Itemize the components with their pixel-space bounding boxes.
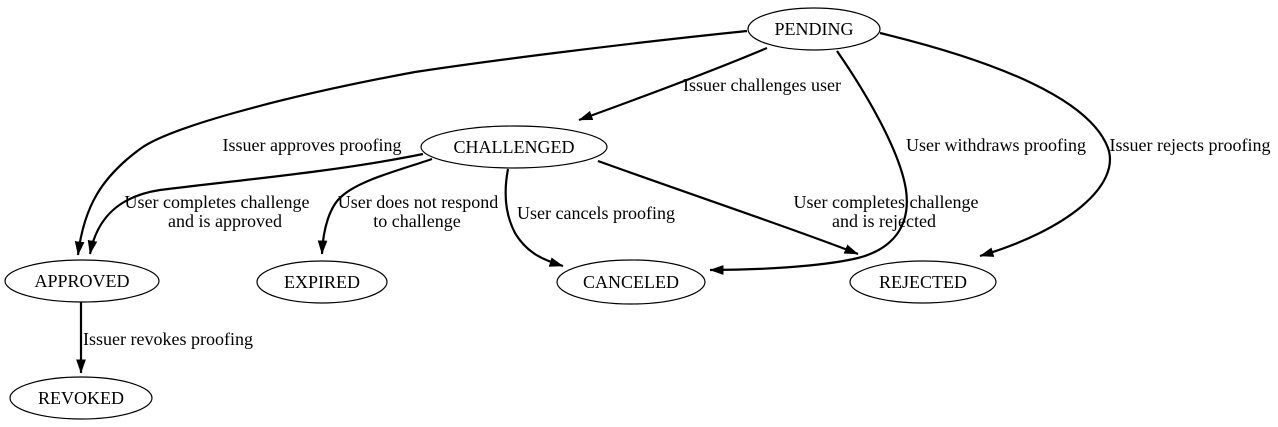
edge-label-user-does-not-respond-line2: to challenge: [373, 211, 460, 231]
edge-challenged-canceled: [504, 168, 564, 268]
state-node-expired-label: EXPIRED: [284, 272, 360, 292]
edge-label-issuer-challenges-user: Issuer challenges user: [683, 75, 841, 95]
edge-labels-layer: Issuer challenges user Issuer approves p…: [83, 75, 1270, 349]
state-node-expired: EXPIRED: [256, 260, 388, 304]
edge-pending-challenged: [578, 46, 768, 122]
edge-challenged-approved: [87, 152, 424, 255]
edge-pending-rejected: [879, 31, 1111, 258]
edge-label-issuer-revokes-proofing: Issuer revokes proofing: [83, 329, 253, 349]
state-node-approved-ellipse: [4, 259, 160, 303]
state-node-canceled: CANCELED: [556, 259, 706, 305]
state-node-revoked-ellipse: [9, 376, 153, 420]
edges-layer: [74, 29, 1111, 374]
state-node-canceled-ellipse: [556, 259, 706, 305]
edge-label-user-completes-challenge-approved-line2: and is approved: [168, 211, 282, 231]
state-node-pending-ellipse: [747, 7, 881, 51]
state-node-challenged-label: CHALLENGED: [454, 137, 575, 157]
state-node-rejected-ellipse: [849, 260, 997, 304]
state-node-challenged: CHALLENGED: [420, 125, 608, 169]
state-node-challenged-ellipse: [420, 125, 608, 169]
edge-pending-approved: [74, 29, 748, 256]
state-node-revoked: REVOKED: [9, 376, 153, 420]
state-node-rejected: REJECTED: [849, 260, 997, 304]
edge-label-user-completes-challenge-rejected-line2: and is rejected: [832, 211, 936, 231]
nodes-layer: PENDING CHALLENGED APPROVED EXPIRED CANC…: [4, 7, 997, 420]
state-node-revoked-label: REVOKED: [38, 388, 124, 408]
edge-label-user-completes-challenge-rejected-line1: User completes challenge: [794, 192, 979, 212]
state-node-pending-label: PENDING: [775, 19, 854, 39]
edge-label-user-cancels-proofing: User cancels proofing: [517, 203, 675, 223]
state-node-pending: PENDING: [747, 7, 881, 51]
edge-label-user-withdraws-proofing: User withdraws proofing: [906, 135, 1086, 155]
state-node-expired-ellipse: [256, 260, 388, 304]
edge-label-issuer-rejects-proofing: Issuer rejects proofing: [1110, 135, 1271, 155]
state-node-approved: APPROVED: [4, 259, 160, 303]
edge-challenged-rejected: [597, 159, 859, 256]
edge-label-user-completes-challenge-approved-line1: User completes challenge: [125, 192, 310, 212]
edge-pending-canceled: [709, 50, 908, 275]
state-node-approved-label: APPROVED: [34, 271, 129, 291]
state-node-canceled-label: CANCELED: [583, 272, 679, 292]
state-node-rejected-label: REJECTED: [879, 272, 967, 292]
edge-label-user-does-not-respond-line1: User does not respond: [338, 192, 498, 212]
edge-label-issuer-approves-proofing: Issuer approves proofing: [223, 135, 402, 155]
edge-challenged-expired: [317, 157, 433, 255]
